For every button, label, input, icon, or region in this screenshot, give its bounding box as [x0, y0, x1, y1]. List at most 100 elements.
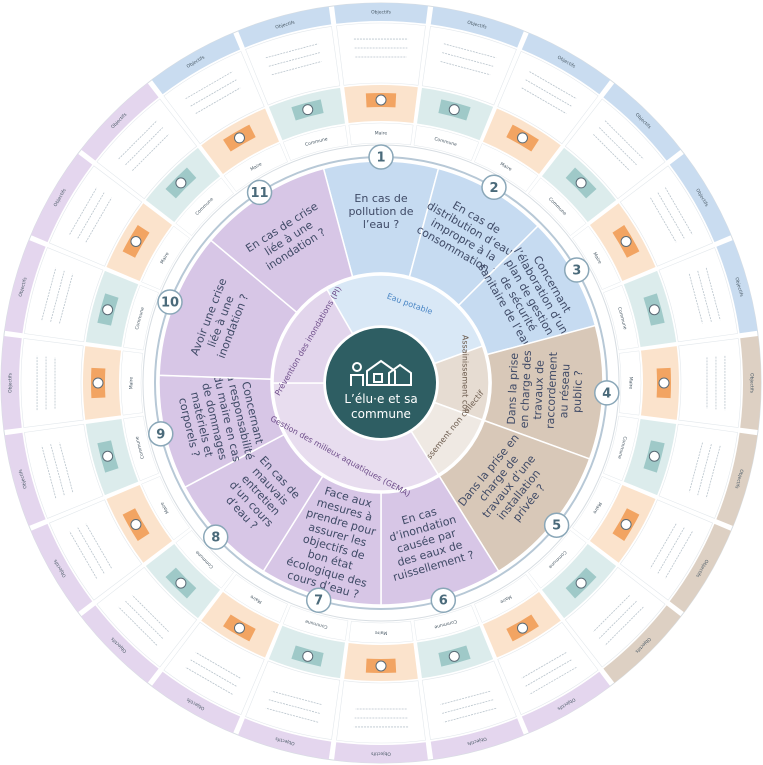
objective-bullet-line	[268, 52, 320, 67]
actor-label-band	[348, 122, 414, 146]
objectives-band-segment	[334, 3, 428, 24]
objective-bullet-line	[271, 61, 322, 76]
actor-label-band	[572, 476, 621, 541]
actor-marker-icon	[517, 132, 528, 144]
objective-bullet-line	[688, 273, 703, 324]
actor-marker-icon	[130, 519, 142, 530]
objectives-card	[658, 247, 738, 343]
sector-number-badge	[202, 524, 229, 550]
sector-number: 4	[602, 386, 611, 401]
actor-label: Maire	[159, 501, 171, 515]
actor-label: Commune	[433, 618, 457, 630]
actor-marker-icon	[175, 577, 187, 589]
sector-number: 7	[314, 594, 323, 609]
actor-marker-icon	[302, 650, 314, 662]
objective-bullet-line	[132, 134, 169, 171]
objectives-band-segment	[4, 432, 46, 526]
objectives-band-segment	[1, 336, 22, 430]
actor-marker-icon	[130, 236, 142, 247]
theme-label: Assainissement collectif	[461, 335, 470, 431]
actor-marker-icon	[302, 104, 314, 116]
objective-bullet-line	[697, 444, 712, 496]
objective-bullet-line	[664, 531, 693, 579]
objective-bullet-line	[85, 197, 112, 243]
actor-label-band	[123, 284, 159, 351]
actor-label: Maire	[375, 630, 388, 636]
objective-bullet-line	[41, 267, 57, 321]
sector-question: En casd’inondationcausée pardes eaux der…	[377, 498, 476, 584]
actor-label-band	[175, 177, 234, 236]
objective-bullet-line	[442, 699, 494, 714]
actor-marker-icon	[620, 236, 632, 247]
objective-bullet-line	[77, 192, 105, 239]
objectives-band-segment	[669, 523, 732, 613]
actor-label: Maire	[375, 131, 388, 137]
sector-question-line: En cas de	[354, 192, 407, 205]
sector-number: 10	[161, 296, 179, 311]
objective-bullet-line	[125, 127, 164, 166]
objective-bullet-line	[705, 267, 721, 321]
objectives-card	[421, 660, 517, 740]
sector-number-badge	[430, 587, 457, 613]
actor-label-band	[223, 143, 288, 192]
sector-number: 6	[439, 594, 448, 609]
objectives-card	[658, 423, 738, 519]
objectives-card	[96, 566, 198, 668]
actor-label: Maire	[499, 161, 513, 173]
actor-label: Commune	[616, 306, 628, 330]
objectives-band-segment	[430, 718, 524, 760]
objective-bullet-line	[664, 187, 693, 235]
actor-label: Maire	[159, 251, 171, 265]
theme-segment	[325, 274, 484, 365]
actor-marker-icon	[102, 304, 114, 316]
objectives-card	[24, 247, 104, 343]
actor-label: Commune	[304, 136, 328, 148]
actor-label-band	[618, 350, 642, 416]
sector-number-badge	[246, 179, 273, 206]
objectives-band-segment	[238, 718, 332, 760]
objective-bullet-line	[59, 442, 74, 493]
objectives-band-segment	[716, 240, 758, 334]
objective-bullet-line	[443, 43, 497, 59]
sector-number-badge	[157, 289, 183, 315]
sector-question-line: pollution de	[348, 205, 413, 218]
objective-bullet-line	[69, 187, 98, 235]
actor-marker-icon	[375, 660, 387, 672]
objectives-card	[678, 338, 742, 428]
objective-bullet-line	[268, 699, 320, 714]
actor-marker-icon	[448, 650, 460, 662]
objective-bullet-line	[265, 707, 319, 723]
objective-bullet-line	[529, 71, 577, 100]
objectives-band-segment	[81, 83, 159, 161]
objectives-band-segment	[430, 6, 524, 48]
actor-label-band	[348, 620, 414, 644]
objectives-card	[245, 660, 341, 740]
objectives-band-segment	[81, 605, 159, 683]
objectives-label: Objectifs	[17, 468, 28, 489]
objectives-band-segment	[603, 83, 681, 161]
actor-label-band	[603, 415, 639, 482]
objectives-band-segment	[740, 336, 761, 430]
sector-number: 5	[552, 519, 561, 534]
objective-bullet-line	[598, 600, 637, 639]
objectives-band-segment	[521, 671, 611, 734]
objectives-band-segment	[30, 523, 93, 613]
objectives-card	[421, 26, 517, 106]
objective-bullet-line	[443, 707, 497, 723]
theme-segment	[272, 288, 354, 384]
sector-question-line: en charge des	[518, 350, 534, 429]
actor-label-band	[175, 530, 234, 589]
question-sector	[209, 167, 354, 314]
objectives-label: Objectifs	[749, 373, 755, 393]
objective-bullet-line	[69, 531, 98, 579]
objectives-label: Objectifs	[733, 469, 744, 490]
objective-bullet-line	[85, 523, 112, 569]
actor-marker-icon	[175, 177, 187, 189]
objective-bullet-line	[650, 197, 677, 243]
sector-number-badge	[481, 174, 507, 201]
objectives-band-segment	[151, 32, 241, 95]
actor-label: Maire	[628, 377, 634, 390]
objectives-label: Objectifs	[733, 277, 744, 298]
